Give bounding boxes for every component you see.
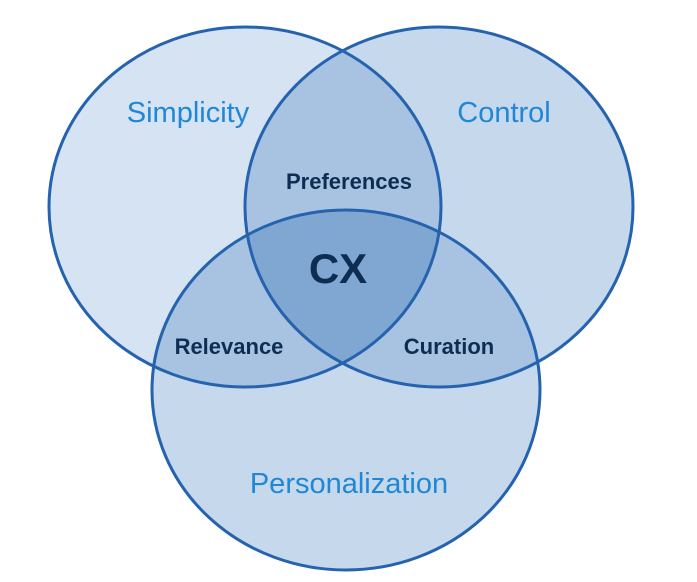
region-relevance [152, 210, 441, 387]
label-relevance: Relevance [175, 334, 284, 359]
outline-simplicity [47, 25, 443, 389]
label-personalization: Personalization [250, 468, 448, 500]
label-simplicity: Simplicity [127, 97, 250, 129]
outline-control [243, 25, 635, 389]
label-preferences: Preferences [286, 169, 412, 194]
label-cx: CX [309, 245, 367, 292]
label-control: Control [457, 97, 551, 129]
outline-personalization [150, 208, 542, 572]
label-curation: Curation [404, 334, 494, 359]
